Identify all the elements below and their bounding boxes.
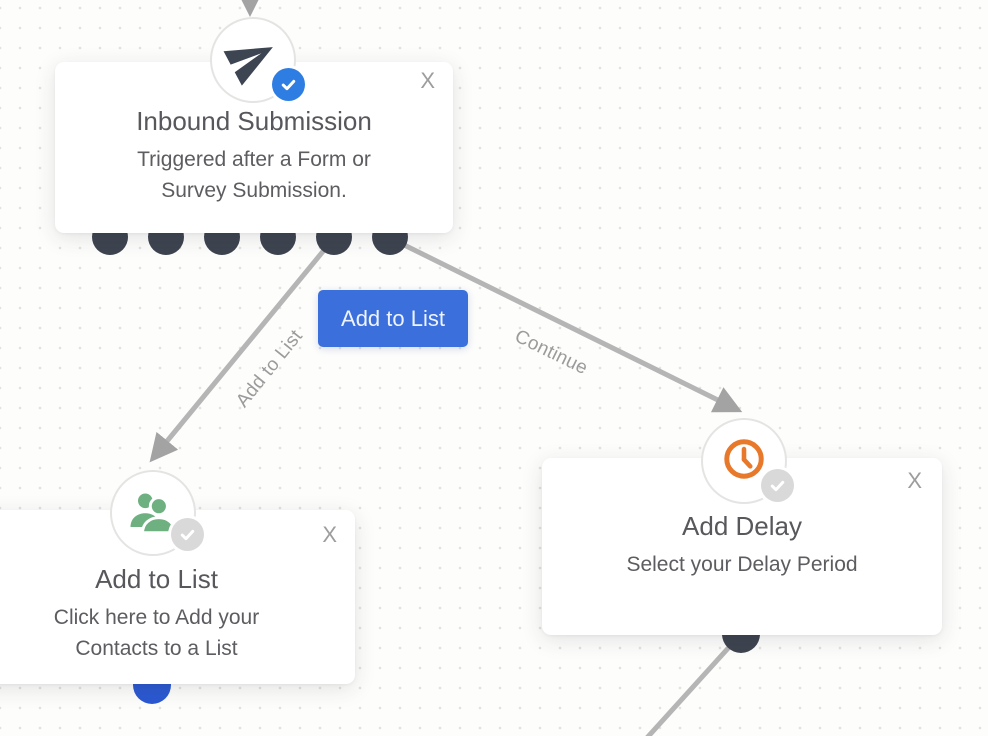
node-description: Triggered after a Form or Survey Submiss… bbox=[137, 148, 371, 202]
node-title: Add to List bbox=[95, 564, 218, 594]
branch-label-add-to-list: Add to List bbox=[232, 325, 308, 412]
close-icon[interactable]: X bbox=[905, 466, 924, 496]
outgoing-line-delay bbox=[645, 632, 743, 736]
node-icon-add-delay[interactable] bbox=[701, 418, 787, 504]
close-icon[interactable]: X bbox=[320, 520, 339, 550]
node-description: Select your Delay Period bbox=[626, 553, 858, 576]
branch-line-add-to-list bbox=[149, 236, 336, 463]
clock-icon bbox=[722, 437, 766, 486]
node-description: Click here to Add your Contacts to a Lis… bbox=[53, 606, 260, 660]
node-title: Add Delay bbox=[682, 511, 802, 541]
add-to-list-button[interactable]: Add to List bbox=[318, 290, 468, 347]
check-badge-gray-icon bbox=[761, 469, 794, 502]
check-badge-blue-icon bbox=[272, 68, 305, 101]
branch-label-continue: Continue bbox=[511, 325, 592, 380]
close-icon[interactable]: X bbox=[418, 66, 437, 96]
paper-plane-icon bbox=[217, 23, 290, 98]
node-icon-inbound[interactable] bbox=[210, 17, 296, 103]
check-badge-gray-icon bbox=[171, 518, 204, 551]
node-title: Inbound Submission bbox=[136, 106, 372, 136]
